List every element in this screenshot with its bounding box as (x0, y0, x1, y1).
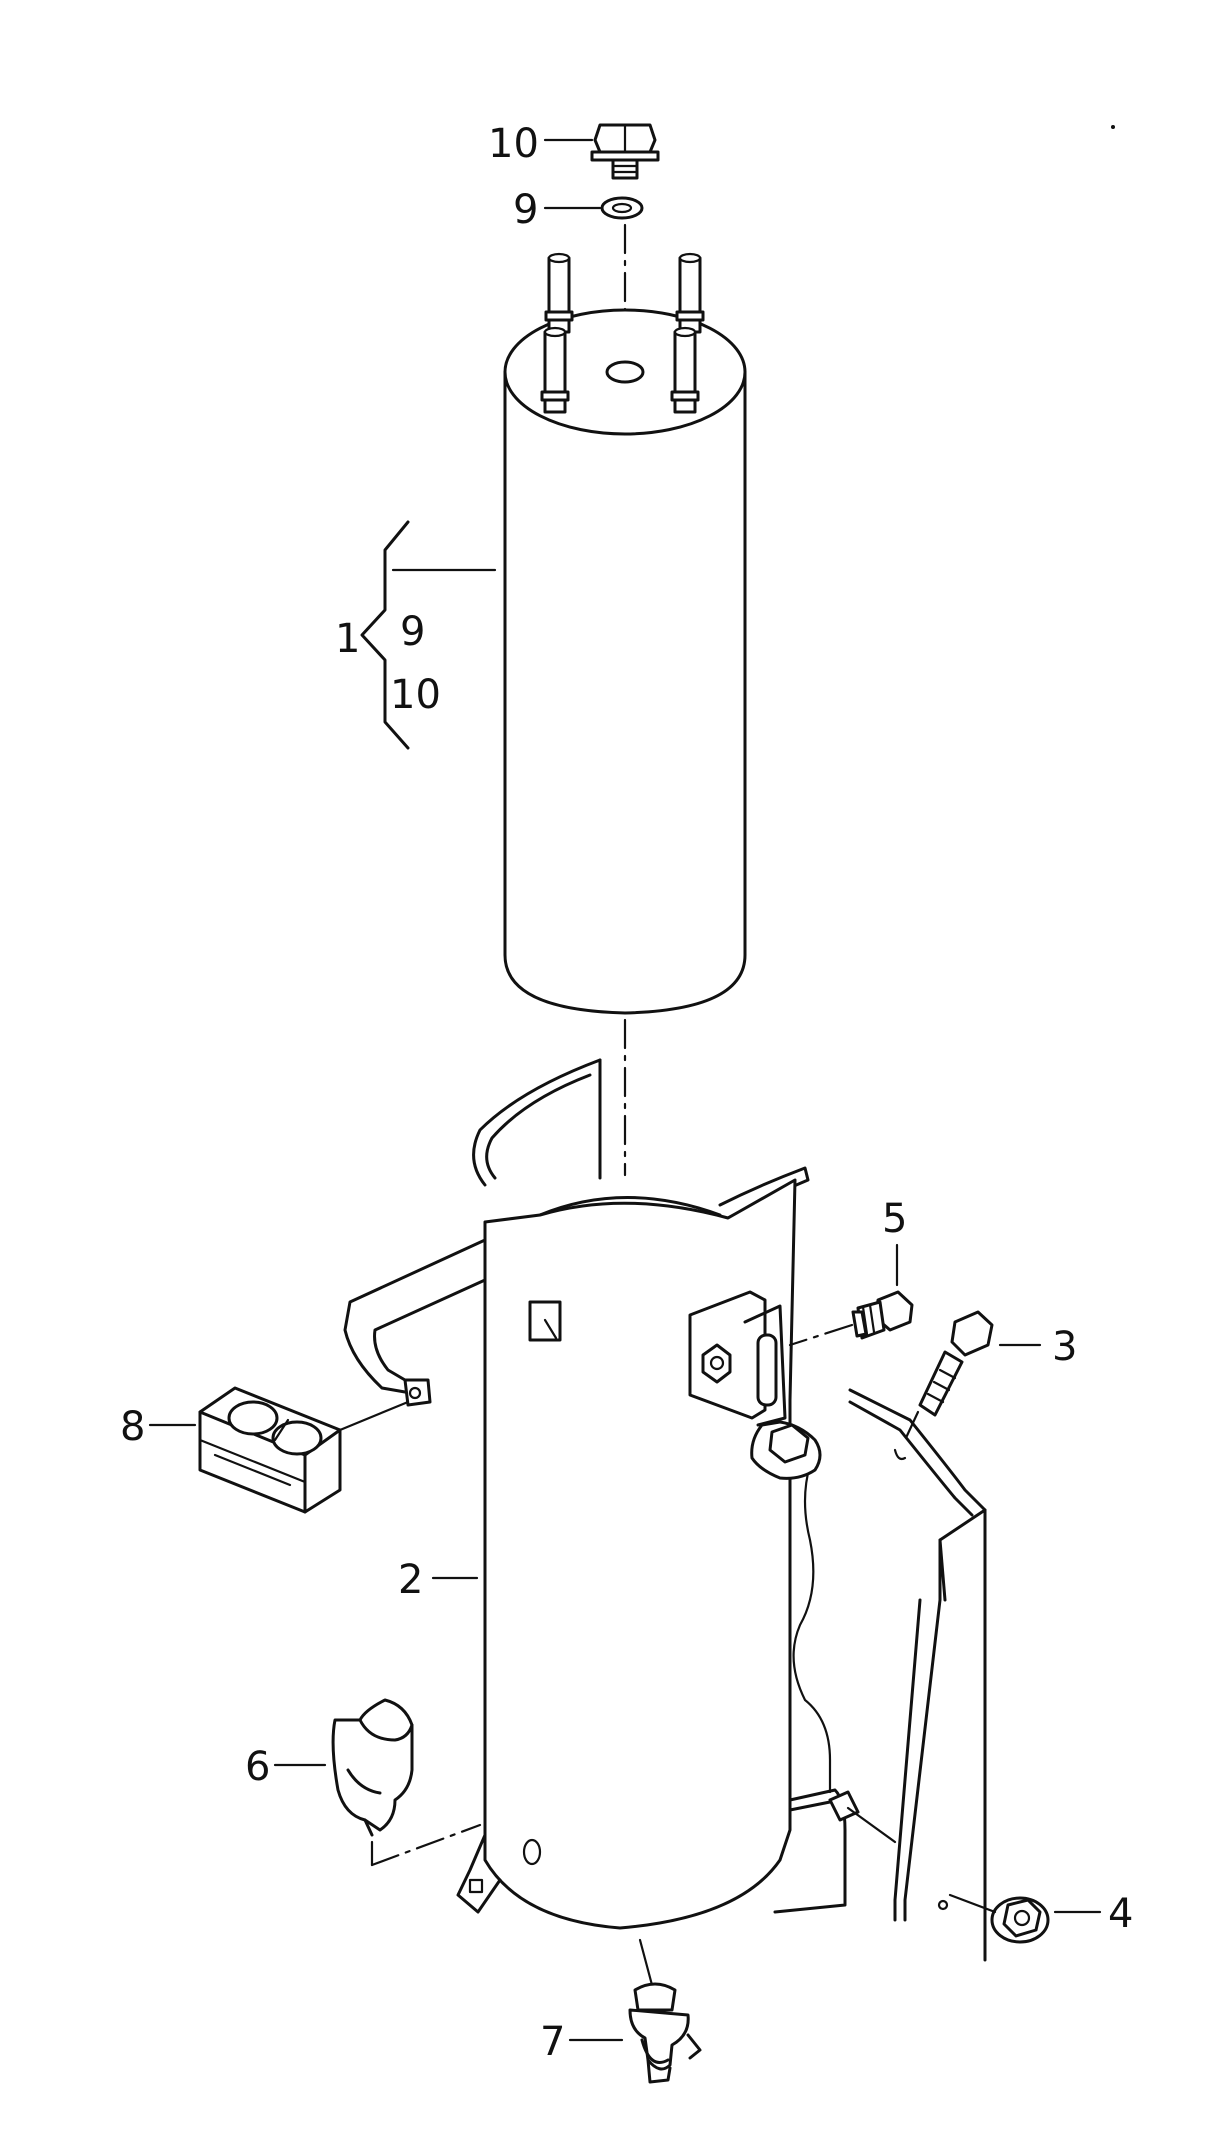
callout-4: 4 (1108, 1891, 1133, 1937)
callout-5: 5 (882, 1196, 907, 1242)
callout-3: 3 (1052, 1324, 1077, 1370)
brace-1 (360, 520, 410, 750)
nut-on-bracket (750, 1420, 822, 1480)
filter-holder-2 (343, 1058, 847, 1930)
callout-2: 2 (398, 1557, 423, 1603)
filter-pipe-right-front (670, 326, 700, 414)
fuel-filter-1 (503, 252, 747, 1015)
callout-8: 8 (120, 1404, 145, 1450)
bolt-10 (590, 123, 660, 180)
mounting-plate (848, 1388, 987, 1962)
callout-7: 7 (540, 2019, 565, 2065)
callout-1-sub-9: 9 (400, 609, 425, 655)
washer-9 (600, 196, 644, 220)
stud (828, 1790, 897, 1844)
callout-9: 9 (513, 187, 538, 233)
clip-6 (331, 1698, 482, 1867)
clip-7 (628, 1938, 702, 2084)
callout-1: 1 (335, 616, 360, 662)
callout-1-sub-10: 10 (390, 672, 441, 718)
callout-10: 10 (488, 121, 539, 167)
bolt-3 (903, 1310, 994, 1442)
leader-lines (148, 138, 1102, 2042)
clip-8 (198, 1386, 410, 1514)
filter-pipe-left-front (540, 326, 570, 414)
nut-4 (948, 1893, 1050, 1944)
stray-dot (1111, 125, 1115, 129)
bolt-5 (788, 1290, 914, 1347)
callout-6: 6 (245, 1744, 270, 1790)
filter-pipe-right-back (675, 252, 705, 334)
filter-pipe-left-back (544, 252, 574, 334)
